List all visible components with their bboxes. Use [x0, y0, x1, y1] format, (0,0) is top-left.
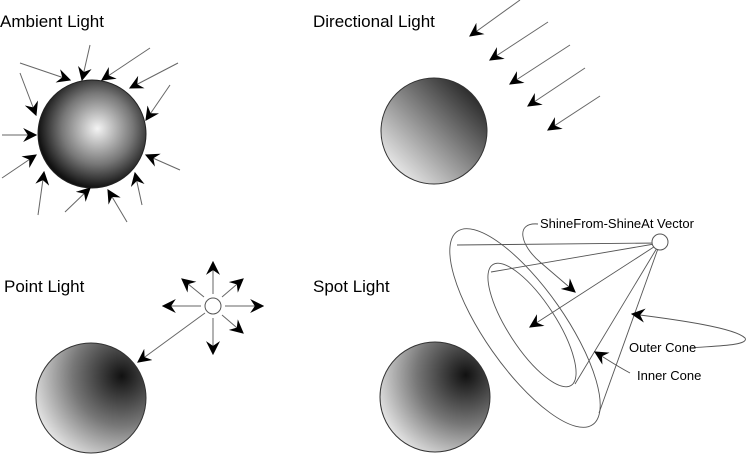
inner-cone [487, 242, 661, 388]
ambient-light-title: Ambient Light [0, 12, 104, 31]
inner-cone-label: Inner Cone [637, 368, 701, 383]
spot-sphere [379, 341, 491, 453]
directional-arrows [469, 0, 601, 131]
point-light-source-icon [204, 297, 222, 315]
inner-cone-leader-arrow [593, 351, 631, 374]
shine-vector-arrow [529, 242, 661, 328]
directional-sphere [380, 77, 488, 185]
point-sphere [35, 342, 147, 454]
ambient-sphere [37, 79, 147, 189]
outer-cone-label: Outer Cone [629, 340, 696, 355]
point-light-title: Point Light [4, 277, 85, 296]
outer-cone [449, 228, 661, 428]
shine-vector-label: ShineFrom-ShineAt Vector [540, 216, 695, 231]
point-arrows [137, 260, 265, 363]
spot-light-source-icon [651, 233, 669, 251]
spot-light-illustration: ShineFrom-ShineAt Vector Outer Cone Inne… [379, 216, 746, 453]
spot-light-title: Spot Light [313, 277, 390, 296]
ambient-arrows [1, 44, 181, 223]
vector-leader-arrow [522, 223, 576, 293]
ambient-light-illustration [1, 44, 181, 223]
point-light-illustration [35, 260, 265, 454]
directional-light-title: Directional Light [313, 12, 435, 31]
outer-cone-leader-arrow [630, 308, 746, 349]
directional-light-illustration [380, 0, 601, 185]
